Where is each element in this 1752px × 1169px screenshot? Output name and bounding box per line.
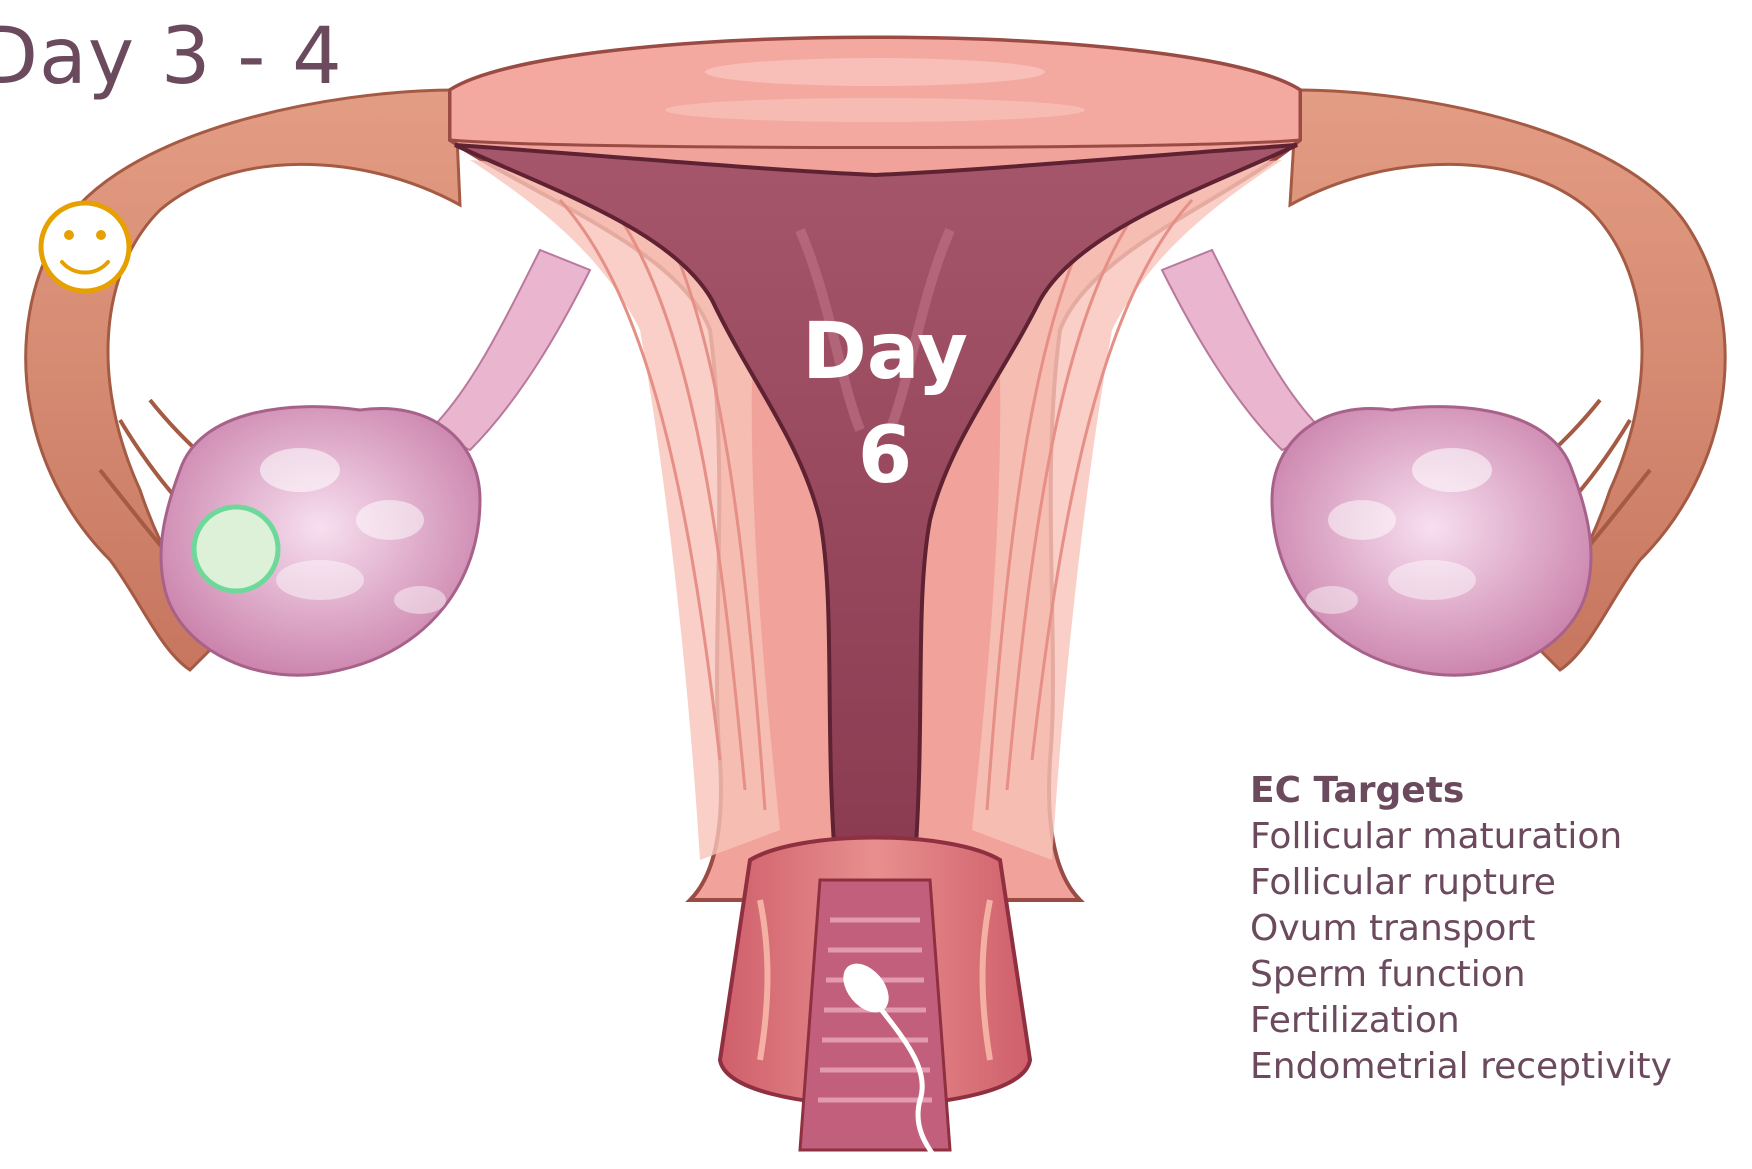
day-6-label-line1: Day: [790, 300, 980, 404]
ec-target-item: Fertilization: [1250, 998, 1730, 1044]
ec-targets-list: EC Targets Follicular maturation Follicu…: [1250, 768, 1730, 1090]
ec-target-item: Endometrial receptivity: [1250, 1044, 1730, 1090]
follicle-circle-icon: [194, 507, 278, 591]
right-ovary: [1272, 407, 1591, 676]
right-ovarian-ligament: [1162, 250, 1322, 450]
ec-target-item: Follicular rupture: [1250, 860, 1730, 906]
left-ovarian-ligament: [430, 250, 590, 450]
day-6-label: Day 6: [790, 300, 980, 508]
ec-target-item: Ovum transport: [1250, 906, 1730, 952]
day-6-label-line2: 6: [790, 404, 980, 508]
ec-target-item: Sperm function: [1250, 952, 1730, 998]
ec-target-item: Follicular maturation: [1250, 814, 1730, 860]
smiley-embryo-icon: [41, 203, 129, 291]
day-3-4-label: Day 3 - 4: [0, 12, 343, 102]
ec-targets-heading: EC Targets: [1250, 768, 1730, 814]
